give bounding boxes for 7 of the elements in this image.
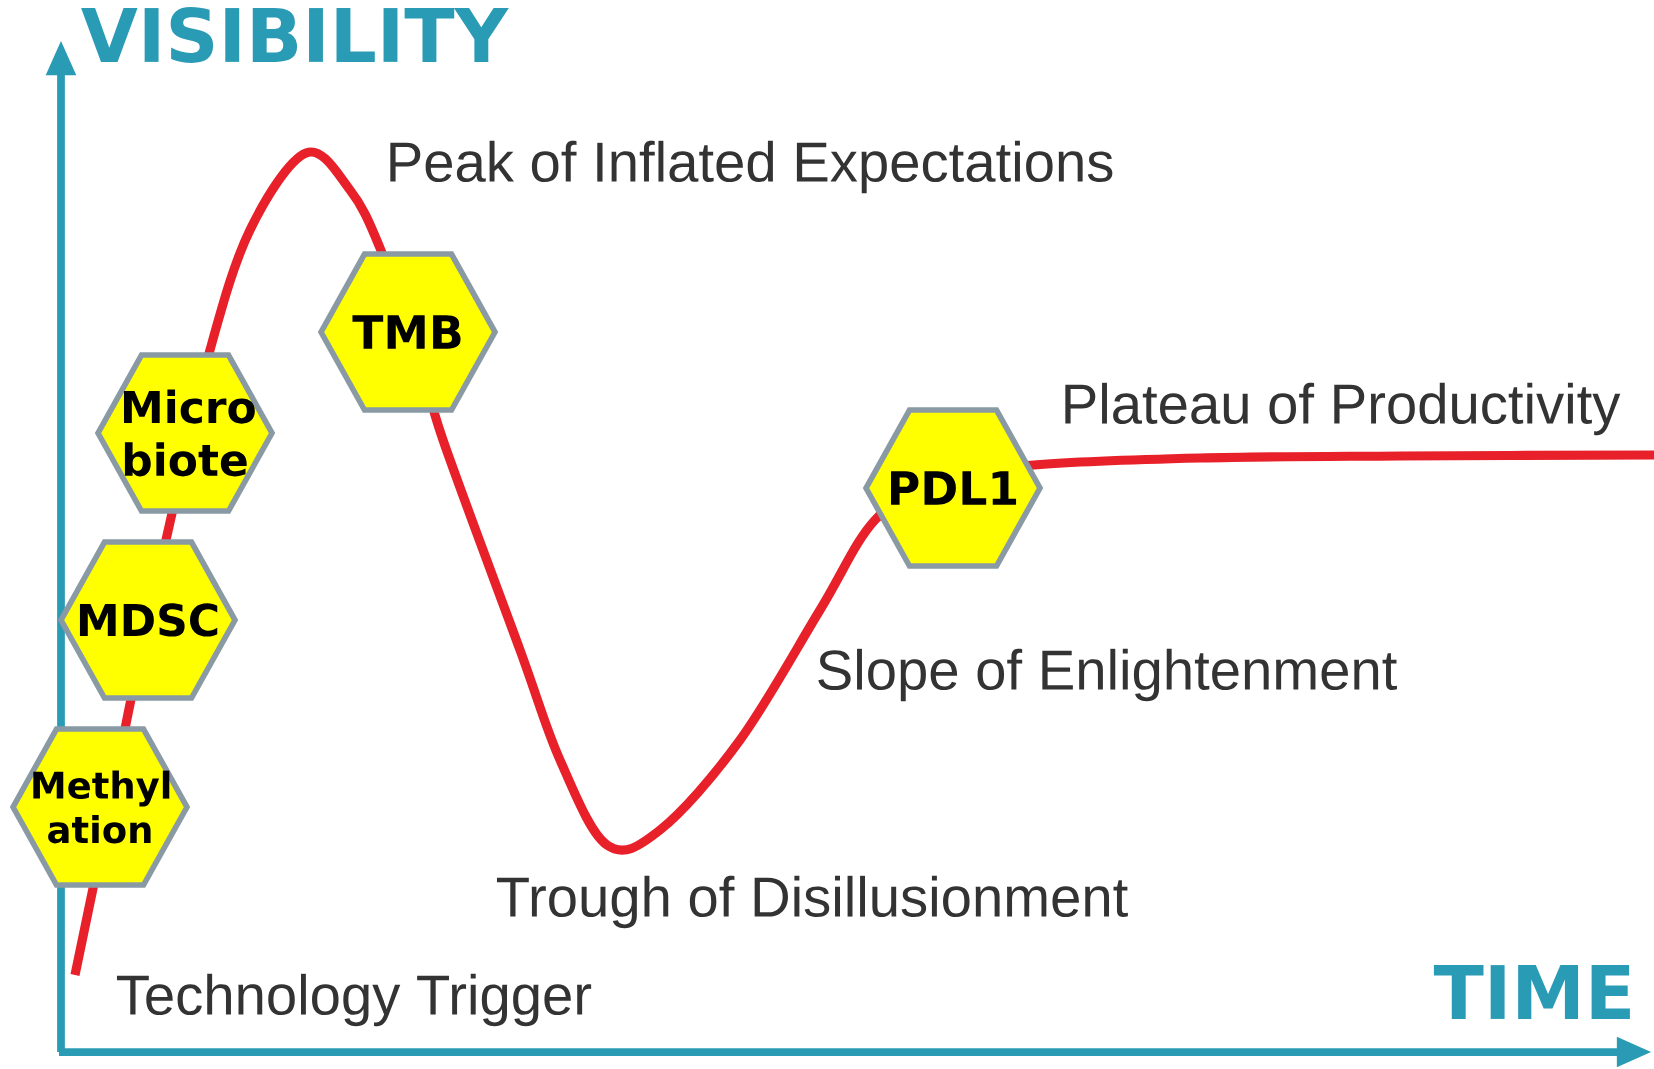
phase-label: Slope of Enlightenment xyxy=(818,648,1397,702)
axis-label: TIME xyxy=(1433,965,1630,1019)
phase-label: Technology Trigger xyxy=(116,973,592,1027)
axis-label: VISIBILITY xyxy=(81,7,509,63)
phase-label: Trough of Disillusionment xyxy=(497,875,1128,929)
phase-label: Plateau of Productivity xyxy=(1065,382,1621,436)
phase-label: Peak of Inflated Expectations xyxy=(390,140,1113,194)
